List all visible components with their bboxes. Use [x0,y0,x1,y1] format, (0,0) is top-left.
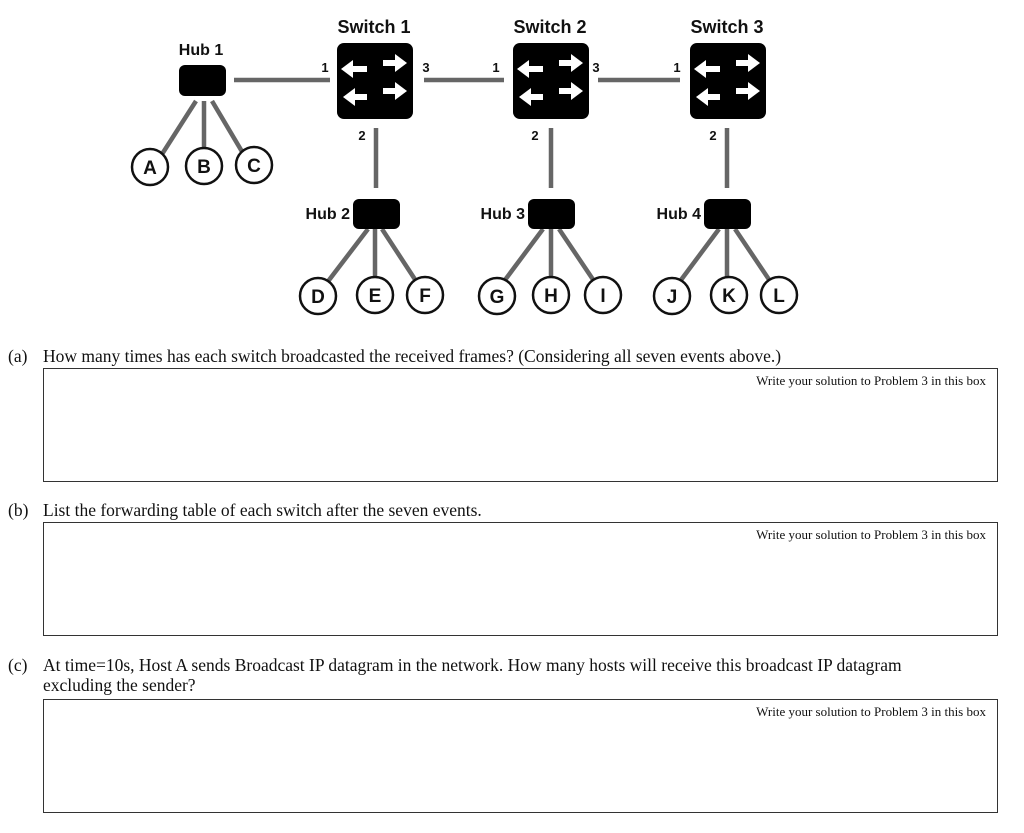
question-tag: (b) [8,500,29,520]
host-c: C [234,145,274,185]
svg-text:A: A [143,158,157,179]
port-label: 3 [592,60,599,75]
svg-text:G: G [490,287,505,308]
question-a: (a) How many times has each switch broad… [8,346,1014,366]
port-label: 1 [673,60,680,75]
host-d: D [298,276,338,316]
host-b: B [184,146,224,186]
svg-text:J: J [667,287,678,308]
question-text: How many times has each switch broadcast… [43,346,782,366]
host-l: L [759,275,799,315]
switch-label: Switch 2 [513,17,586,37]
answer-box-a[interactable]: Write your solution to Problem 3 in this… [43,368,998,482]
host-e: E [355,275,395,315]
answer-hint: Write your solution to Problem 3 in this… [756,373,986,388]
hub-3: Hub 3 [481,199,575,229]
host-h: H [531,275,571,315]
answer-box-b[interactable]: Write your solution to Problem 3 in this… [43,522,998,636]
svg-text:C: C [247,156,261,177]
svg-text:H: H [544,286,558,307]
svg-text:I: I [600,286,605,307]
host-j: J [652,276,692,316]
question-tag: (c) [8,655,28,675]
answer-box-c[interactable]: Write your solution to Problem 3 in this… [43,699,998,813]
question-text: At time=10s, Host A sends Broadcast IP d… [43,655,902,695]
switch-2: Switch 2 1 2 3 [492,17,599,143]
host-g: G [477,276,517,316]
hub-4: Hub 4 [657,199,751,229]
answer-hint: Write your solution to Problem 3 in this… [756,527,986,542]
question-text: List the forwarding table of each switch… [43,500,482,520]
port-label: 3 [422,60,429,75]
svg-text:D: D [311,287,325,308]
answer-hint: Write your solution to Problem 3 in this… [756,704,986,719]
port-label: 1 [492,60,499,75]
question-tag: (a) [8,346,28,366]
question-c: (c) At time=10s, Host A sends Broadcast … [8,655,1014,695]
port-label: 2 [531,128,538,143]
port-label: 1 [321,60,328,75]
svg-text:B: B [197,157,211,178]
hub-label: Hub 4 [657,206,702,223]
port-label: 2 [709,128,716,143]
host-k: K [709,275,749,315]
hub-label: Hub 2 [306,206,351,223]
question-b: (b) List the forwarding table of each sw… [8,500,1014,520]
svg-text:L: L [773,286,785,307]
switch-label: Switch 3 [690,17,763,37]
switch-3: Switch 3 1 2 [673,17,766,143]
network-diagram: Switch 1 1 2 3 Switch 2 1 2 3 Switch 3 1… [130,17,799,316]
switch-1: Switch 1 1 2 3 [321,17,429,143]
hub-2: Hub 2 [306,199,400,229]
port-label: 2 [358,128,365,143]
switch-label: Switch 1 [337,17,410,37]
hub-label: Hub 3 [481,206,526,223]
host-i: I [583,275,623,315]
hub-1: Hub 1 [179,42,226,96]
host-f: F [405,275,445,315]
hub-label: Hub 1 [179,42,224,59]
svg-text:K: K [722,286,736,307]
svg-text:E: E [369,286,382,307]
svg-text:F: F [419,286,431,307]
host-a: A [130,147,170,187]
